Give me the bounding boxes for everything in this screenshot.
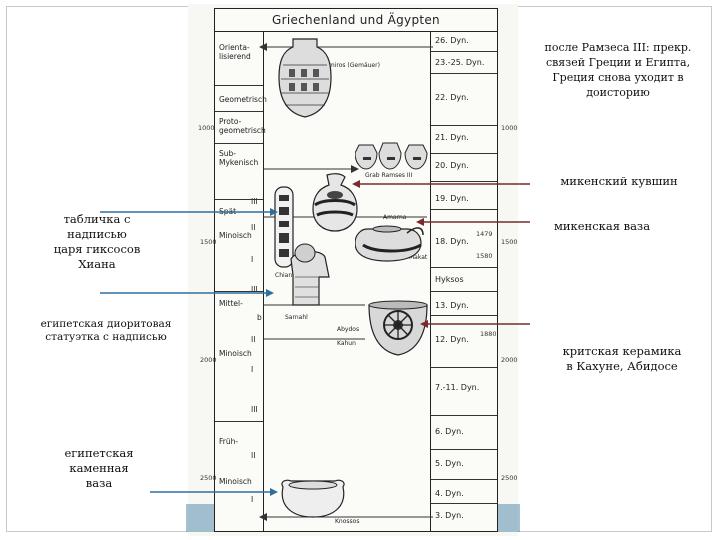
period-label: Sub- Mykenisch xyxy=(219,149,259,167)
period-label: Geometrisch xyxy=(219,95,267,104)
year-tick: 1000 xyxy=(501,124,518,132)
dynasty-label: 3. Dyn. xyxy=(435,511,464,520)
period-label: Minoisch xyxy=(219,349,252,358)
mycenaean-vase-icon xyxy=(355,225,424,262)
egypt-dynasty-column: 26. Dyn. 23.-25. Dyn. 22. Dyn. 21. Dyn. … xyxy=(430,31,497,531)
year-tick-small: 1880 xyxy=(480,330,497,338)
annotation-mycenaean-vase: микенская ваза xyxy=(553,219,651,233)
year-tick: 1500 xyxy=(200,238,217,246)
small-vessels-icon xyxy=(355,142,428,170)
annotation-stone-vase: египетская каменная ваза xyxy=(64,446,134,490)
hieroglyph-cartouche-icon xyxy=(274,186,294,268)
dynasty-label: 18. Dyn. xyxy=(435,237,469,246)
dynasty-label: 20. Dyn. xyxy=(435,161,469,170)
dynasty-label: 23.-25. Dyn. xyxy=(435,58,485,67)
caption: Makat xyxy=(409,254,428,261)
caption: Grab Ramses III xyxy=(365,172,413,179)
chronology-chart: Griechenland und Ägypten Orienta- lisier… xyxy=(214,8,498,532)
year-tick: 1000 xyxy=(198,124,215,132)
dynasty-label: Hyksos xyxy=(435,275,464,284)
roman-numeral: III xyxy=(251,285,258,294)
caption: Chian xyxy=(275,272,293,279)
annotation-diorite-statuette: египетская диоритовая статуэтка с надпис… xyxy=(40,318,172,343)
year-tick-small: 1580 xyxy=(476,252,493,260)
period-label: Minoisch xyxy=(219,231,252,240)
mycenaean-jug-icon xyxy=(312,173,358,232)
year-tick: 2500 xyxy=(200,474,217,482)
caption: Kahun xyxy=(337,340,356,347)
roman-numeral: I xyxy=(251,365,254,374)
period-label: Früh- xyxy=(219,437,239,446)
roman-numeral: II xyxy=(251,451,256,460)
roman-numeral: III xyxy=(251,197,258,206)
roman-numeral: I xyxy=(251,495,254,504)
caption: Knossos xyxy=(335,518,360,525)
period-label: Mittel- xyxy=(219,299,243,308)
roman-numeral: II xyxy=(251,335,256,344)
cretan-pottery-icon xyxy=(368,300,428,356)
dynasty-label: 19. Dyn. xyxy=(435,194,469,203)
period-label: Proto- geometrisch xyxy=(219,117,266,135)
chart-title: Griechenland und Ägypten xyxy=(215,9,497,32)
dynasty-label: 13. Dyn. xyxy=(435,301,469,310)
year-tick: 2500 xyxy=(501,474,518,482)
year-tick: 2000 xyxy=(200,356,217,364)
annotation-after-ramses: после Рамзеса III: прекр. связей Греции … xyxy=(544,41,692,99)
dynasty-label: 26. Dyn. xyxy=(435,36,469,45)
dynasty-label: 4. Dyn. xyxy=(435,489,464,498)
year-tick-small: 1479 xyxy=(476,230,493,238)
dynasty-label: 6. Dyn. xyxy=(435,427,464,436)
roman-numeral: II xyxy=(251,223,256,232)
caption: Sarnahl xyxy=(285,314,308,321)
dynasty-label: 7.-11. Dyn. xyxy=(435,383,480,392)
roman-numeral: I xyxy=(251,255,254,264)
year-tick: 2000 xyxy=(501,356,518,364)
letter-b: b xyxy=(257,313,262,322)
period-label: Orienta- lisierend xyxy=(219,43,251,61)
dynasty-label: 12. Dyn. xyxy=(435,335,469,344)
diorite-statuette-icon xyxy=(290,243,330,306)
annotation-hyksos-tablet: табличка с надписью царя гиксосов Хиана xyxy=(53,212,141,271)
annotation-cretan-pottery: критская керамика в Кахуне, Абидосе xyxy=(562,344,682,373)
dynasty-label: 22. Dyn. xyxy=(435,93,469,102)
caption: Abydos xyxy=(337,326,360,333)
year-tick: 1500 xyxy=(501,238,518,246)
caption: Camiros (Gemäuer) xyxy=(321,62,380,69)
period-label: Minoisch xyxy=(219,477,252,486)
roman-numeral: III xyxy=(251,405,258,414)
orientalizing-amphora-icon xyxy=(278,38,332,118)
annotation-mycenaean-jug: микенский кувшин xyxy=(560,174,678,188)
dynasty-label: 5. Dyn. xyxy=(435,459,464,468)
dynasty-label: 21. Dyn. xyxy=(435,133,469,142)
stone-vase-icon xyxy=(281,479,345,518)
